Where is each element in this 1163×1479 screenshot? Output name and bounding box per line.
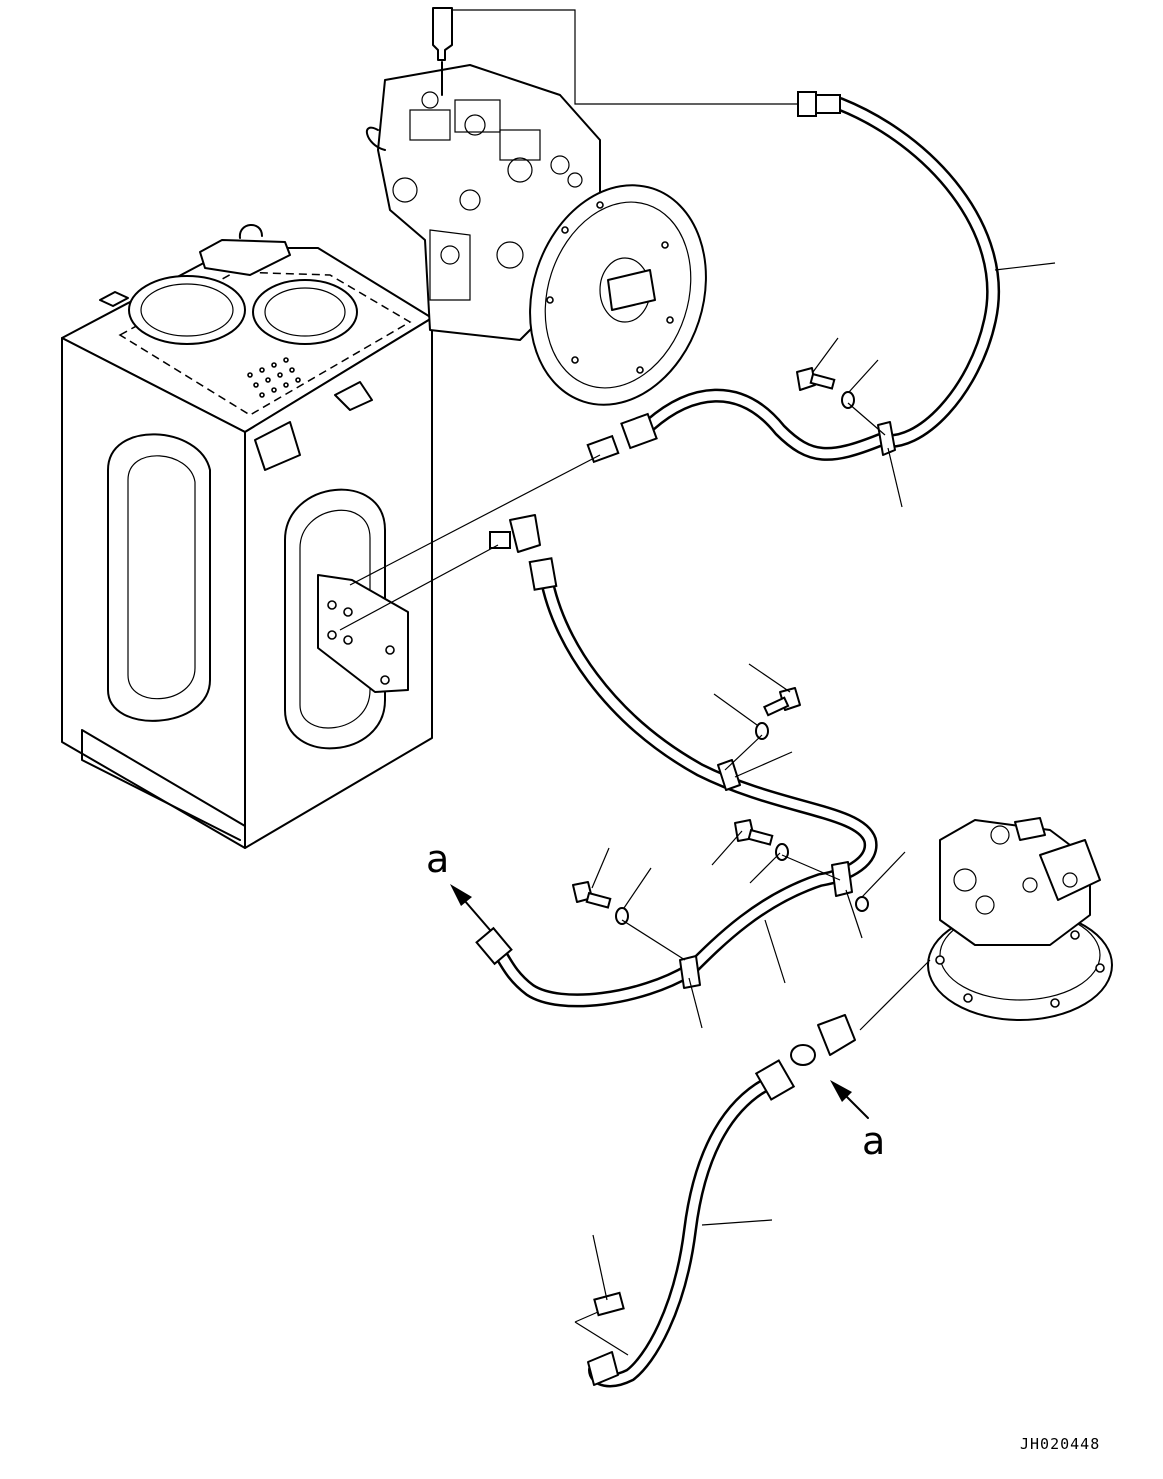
adapter-fitting: [586, 434, 620, 464]
main-pump: [365, 7, 800, 406]
arrow-label-right: a: [862, 1119, 885, 1163]
hose-lower: [587, 1059, 796, 1388]
hose-upper: [620, 91, 1001, 461]
adapter-fitting-lower: [593, 1291, 625, 1317]
arrow-left: [450, 884, 491, 931]
swing-motor: [927, 817, 1113, 1021]
leader-lines: [339, 262, 1056, 1356]
tank-vent-holes: [247, 357, 301, 398]
arrow-label-left: a: [426, 837, 449, 881]
hose-clamp: [717, 759, 741, 791]
elbow-fitting: [509, 514, 541, 553]
hose-fitting-lower: [620, 412, 658, 450]
hose-middle: [475, 557, 878, 1008]
arrow-right: [830, 1080, 869, 1119]
bolts-and-washers: [572, 367, 869, 925]
hose-fitting-top: [797, 91, 817, 117]
hydraulic-tank: [61, 224, 433, 849]
hose-clamp: [679, 955, 701, 989]
hose-clamp: [877, 421, 896, 456]
fittings: [489, 434, 856, 1317]
elbow-fitting-motor: [817, 1014, 856, 1056]
drawing-code: JH020448: [1020, 1435, 1100, 1453]
hose-clamp: [831, 861, 853, 897]
